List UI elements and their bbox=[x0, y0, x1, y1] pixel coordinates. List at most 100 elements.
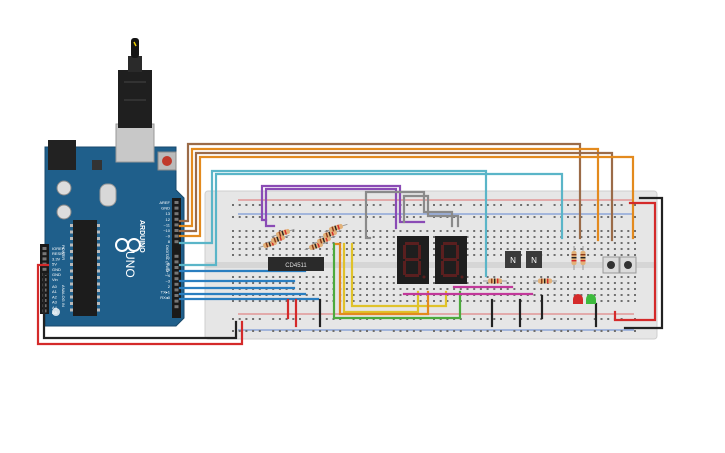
breadboard-hole[interactable] bbox=[238, 318, 241, 320]
breadboard-hole[interactable] bbox=[500, 236, 502, 238]
breadboard-hole[interactable] bbox=[245, 242, 248, 244]
breadboard-hole[interactable] bbox=[506, 236, 509, 238]
breadboard-hole[interactable] bbox=[366, 300, 368, 302]
breadboard-hole[interactable] bbox=[319, 254, 322, 256]
breadboard-hole[interactable] bbox=[366, 330, 368, 332]
breadboard-hole[interactable] bbox=[580, 288, 583, 290]
breadboard-hole[interactable] bbox=[600, 216, 603, 218]
breadboard-hole[interactable] bbox=[587, 288, 590, 290]
breadboard-hole[interactable] bbox=[567, 236, 569, 238]
breadboard-hole[interactable] bbox=[392, 236, 395, 238]
breadboard-hole[interactable] bbox=[607, 230, 610, 232]
breadboard-hole[interactable] bbox=[513, 318, 516, 320]
resistor[interactable] bbox=[271, 227, 295, 239]
breadboard-hole[interactable] bbox=[459, 288, 462, 290]
breadboard-hole[interactable] bbox=[540, 230, 543, 232]
breadboard-hole[interactable] bbox=[500, 204, 502, 206]
breadboard-hole[interactable] bbox=[513, 248, 516, 250]
breadboard-hole[interactable] bbox=[533, 276, 536, 278]
breadboard-hole[interactable] bbox=[613, 288, 616, 290]
breadboard-hole[interactable] bbox=[352, 288, 355, 290]
breadboard-hole[interactable] bbox=[600, 282, 603, 284]
breadboard-hole[interactable] bbox=[232, 204, 234, 206]
breadboard-hole[interactable] bbox=[265, 282, 268, 284]
breadboard-hole[interactable] bbox=[359, 282, 362, 284]
header-pin[interactable] bbox=[174, 266, 179, 269]
breadboard-hole[interactable] bbox=[533, 248, 536, 250]
header-pin[interactable] bbox=[174, 282, 179, 286]
breadboard-hole[interactable] bbox=[493, 242, 496, 244]
breadboard-hole[interactable] bbox=[593, 282, 596, 284]
breadboard-hole[interactable] bbox=[392, 282, 395, 284]
breadboard-hole[interactable] bbox=[325, 216, 328, 218]
breadboard-hole[interactable] bbox=[473, 204, 476, 206]
breadboard-hole[interactable] bbox=[392, 276, 395, 278]
breadboard-hole[interactable] bbox=[533, 330, 536, 332]
breadboard-hole[interactable] bbox=[567, 248, 569, 250]
breadboard-hole[interactable] bbox=[386, 236, 389, 238]
breadboard-hole[interactable] bbox=[587, 230, 590, 232]
breadboard-hole[interactable] bbox=[345, 282, 348, 284]
resistor[interactable] bbox=[571, 246, 577, 270]
breadboard-hole[interactable] bbox=[573, 248, 576, 250]
transistor-2[interactable]: N bbox=[526, 251, 542, 268]
breadboard-hole[interactable] bbox=[493, 254, 496, 256]
breadboard-hole[interactable] bbox=[272, 254, 275, 256]
resistor[interactable] bbox=[324, 222, 348, 234]
breadboard-hole[interactable] bbox=[238, 282, 241, 284]
breadboard-hole[interactable] bbox=[479, 288, 482, 290]
header-pin[interactable] bbox=[42, 267, 47, 271]
breadboard-hole[interactable] bbox=[426, 230, 429, 232]
breadboard-hole[interactable] bbox=[412, 300, 415, 302]
green-led[interactable] bbox=[586, 294, 596, 304]
breadboard-hole[interactable] bbox=[232, 248, 234, 250]
breadboard-hole[interactable] bbox=[473, 248, 476, 250]
breadboard-hole[interactable] bbox=[573, 230, 576, 232]
breadboard-hole[interactable] bbox=[325, 204, 328, 206]
breadboard-hole[interactable] bbox=[305, 288, 308, 290]
breadboard-hole[interactable] bbox=[613, 236, 616, 238]
breadboard-hole[interactable] bbox=[634, 242, 636, 244]
breadboard-hole[interactable] bbox=[553, 230, 556, 232]
breadboard-hole[interactable] bbox=[359, 216, 362, 218]
breadboard-hole[interactable] bbox=[567, 230, 569, 232]
breadboard-hole[interactable] bbox=[232, 318, 234, 320]
breadboard-hole[interactable] bbox=[466, 288, 469, 290]
breadboard-hole[interactable] bbox=[319, 204, 322, 206]
breadboard-hole[interactable] bbox=[433, 236, 435, 238]
breadboard-hole[interactable] bbox=[526, 318, 529, 320]
breadboard-hole[interactable] bbox=[292, 282, 295, 284]
breadboard-hole[interactable] bbox=[560, 330, 563, 332]
breadboard-hole[interactable] bbox=[406, 216, 409, 218]
breadboard-hole[interactable] bbox=[299, 282, 301, 284]
breadboard-hole[interactable] bbox=[533, 318, 536, 320]
breadboard-hole[interactable] bbox=[520, 254, 523, 256]
transistor-1[interactable]: N bbox=[505, 251, 521, 268]
breadboard-hole[interactable] bbox=[593, 248, 596, 250]
breadboard-hole[interactable] bbox=[587, 248, 590, 250]
breadboard-hole[interactable] bbox=[620, 230, 623, 232]
breadboard-hole[interactable] bbox=[607, 248, 610, 250]
breadboard-hole[interactable] bbox=[232, 216, 234, 218]
breadboard-hole[interactable] bbox=[379, 300, 382, 302]
breadboard-hole[interactable] bbox=[500, 288, 502, 290]
breadboard-hole[interactable] bbox=[299, 204, 301, 206]
breadboard-hole[interactable] bbox=[392, 248, 395, 250]
breadboard-hole[interactable] bbox=[613, 254, 616, 256]
breadboard-hole[interactable] bbox=[359, 204, 362, 206]
breadboard-hole[interactable] bbox=[540, 216, 543, 218]
breadboard-hole[interactable] bbox=[258, 248, 261, 250]
breadboard-hole[interactable] bbox=[573, 242, 576, 244]
breadboard-hole[interactable] bbox=[305, 254, 308, 256]
breadboard-hole[interactable] bbox=[278, 254, 281, 256]
breadboard-hole[interactable] bbox=[593, 318, 596, 320]
breadboard-hole[interactable] bbox=[406, 230, 409, 232]
breadboard-hole[interactable] bbox=[567, 294, 569, 296]
breadboard-hole[interactable] bbox=[352, 276, 355, 278]
breadboard-hole[interactable] bbox=[299, 230, 301, 232]
breadboard-hole[interactable] bbox=[560, 318, 563, 320]
breadboard-hole[interactable] bbox=[439, 288, 442, 290]
breadboard-hole[interactable] bbox=[372, 276, 375, 278]
breadboard-hole[interactable] bbox=[573, 236, 576, 238]
breadboard-hole[interactable] bbox=[325, 282, 328, 284]
